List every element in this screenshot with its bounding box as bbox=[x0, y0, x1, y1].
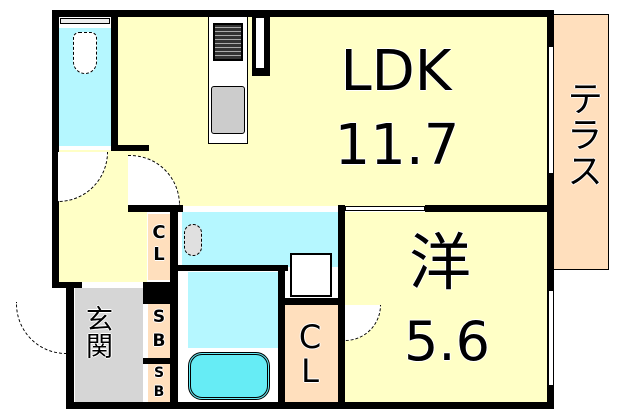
entrance-door bbox=[16, 302, 66, 354]
wall-cl-vert bbox=[170, 205, 178, 405]
wall-top bbox=[52, 10, 553, 17]
bedroom-size: 5.6 bbox=[404, 310, 490, 373]
closet-bedroom bbox=[284, 305, 338, 403]
washbasin bbox=[184, 224, 202, 256]
shoebox-1-label: SB bbox=[152, 307, 166, 351]
wall-genkan-left bbox=[66, 282, 74, 409]
toilet-fixture bbox=[73, 32, 97, 74]
genkan bbox=[75, 288, 143, 404]
wall-bath-right bbox=[278, 265, 285, 405]
ldk-bedroom-sliding-door bbox=[345, 206, 425, 211]
bathtub bbox=[188, 352, 270, 400]
bathroom bbox=[188, 272, 278, 348]
ldk-room bbox=[118, 16, 548, 206]
wall-hall-top bbox=[111, 145, 149, 151]
ldk-label: LDK bbox=[340, 39, 452, 104]
wall-ldk-bed-divider bbox=[425, 205, 553, 212]
toilet-window bbox=[60, 18, 110, 24]
wall-sb-divider bbox=[143, 282, 178, 304]
wall-left bbox=[52, 10, 59, 288]
closet-bedroom-label: CL bbox=[298, 318, 322, 390]
ldk-size: 11.7 bbox=[334, 113, 460, 178]
bedroom-window bbox=[548, 290, 554, 386]
wall-bed-left bbox=[338, 205, 345, 405]
shoebox-1 bbox=[148, 304, 170, 358]
wall-bottom bbox=[66, 402, 554, 409]
closet-hall-label: CL bbox=[152, 222, 166, 265]
ldk-window bbox=[548, 46, 554, 174]
closet-hall bbox=[148, 214, 170, 280]
wall-ldk-bottom-left bbox=[128, 205, 183, 212]
bedroom-label: 洋 bbox=[408, 229, 471, 298]
wall-toilet-right bbox=[111, 10, 118, 150]
terrace-label: テラス bbox=[562, 80, 603, 188]
wall-terrace-gap bbox=[282, 298, 344, 305]
shoebox-2 bbox=[148, 364, 170, 404]
washing-machine-space bbox=[290, 253, 332, 297]
stove-icon bbox=[213, 23, 243, 61]
wall-bath-top bbox=[178, 265, 288, 271]
genkan-label: 玄関 bbox=[82, 305, 112, 359]
sink-icon bbox=[211, 86, 245, 134]
fridge-inner bbox=[256, 18, 264, 68]
shoebox-2-label: SB bbox=[153, 365, 165, 400]
wall-sb-mid bbox=[143, 358, 178, 364]
